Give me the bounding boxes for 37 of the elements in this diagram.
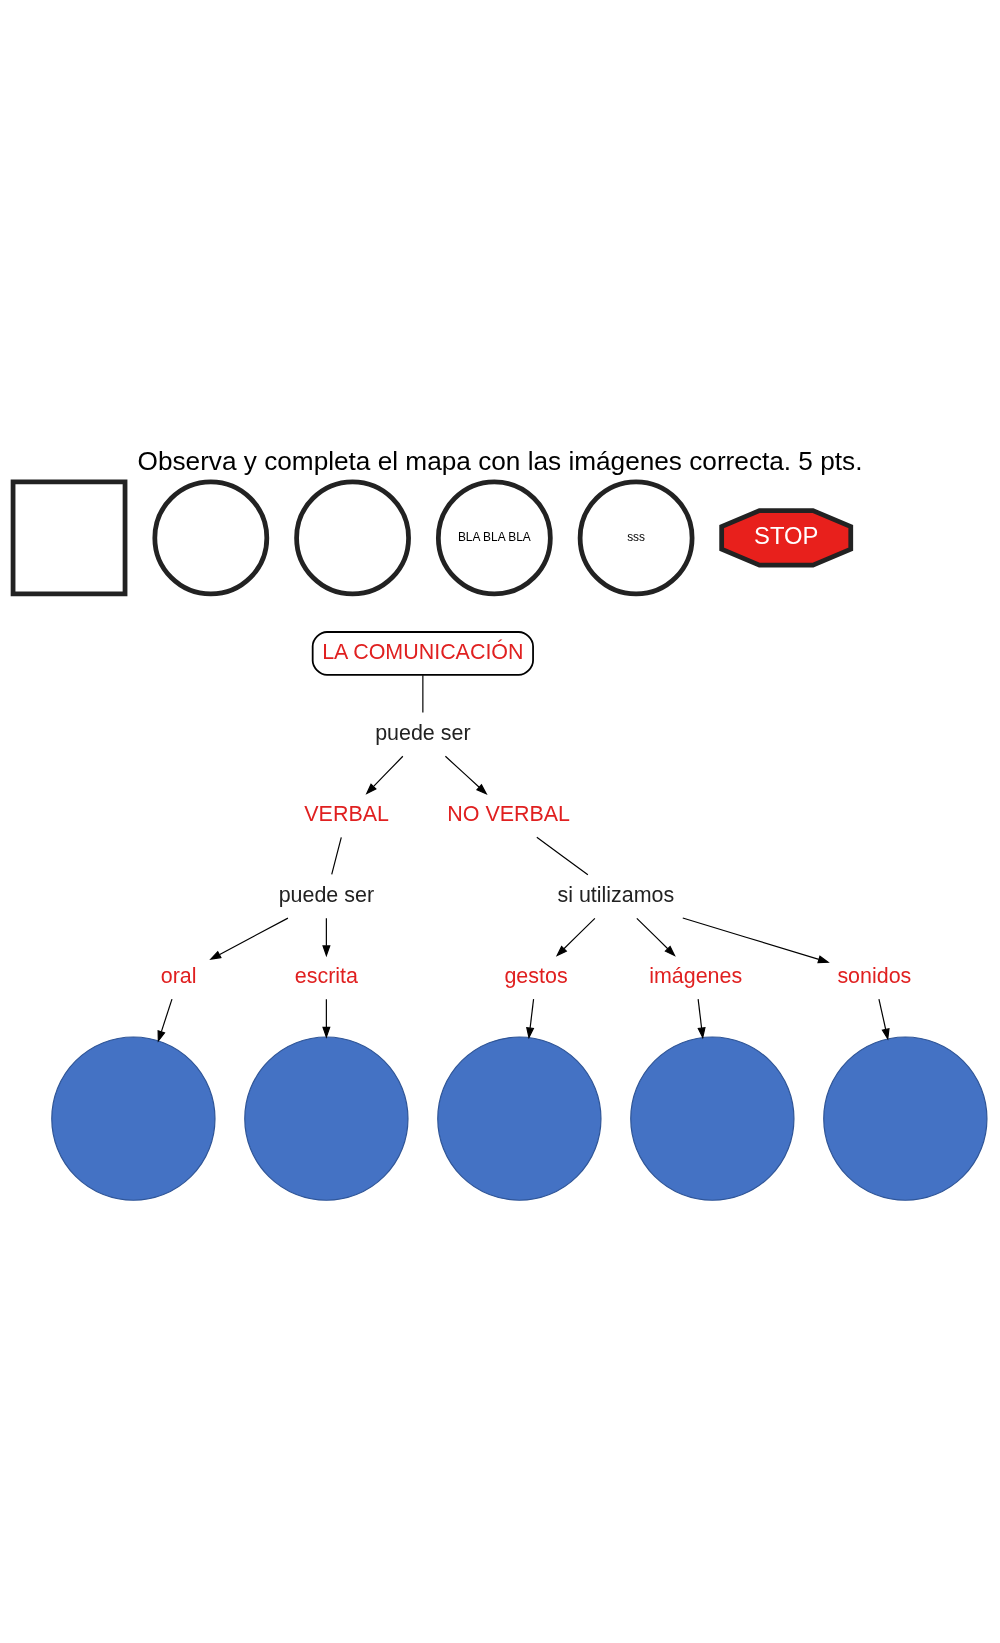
node-text: puede ser — [375, 720, 471, 745]
arrow — [878, 998, 890, 1041]
arrow — [444, 755, 488, 795]
node-text: puede ser — [278, 882, 375, 907]
node-circle — [630, 1035, 795, 1201]
arrow — [636, 917, 676, 957]
node-circle — [294, 479, 411, 596]
node-circle — [823, 1035, 988, 1201]
node-box — [10, 479, 128, 596]
arrow — [682, 916, 830, 963]
arrow — [209, 917, 289, 960]
connector — [536, 836, 589, 875]
node-circle — [437, 1035, 602, 1201]
connector — [422, 674, 424, 713]
diagram-title: Observa y completa el mapa con las imágenes correcta. 5 pts. — [137, 445, 863, 475]
arrow — [365, 755, 404, 795]
node-circle — [51, 1035, 216, 1201]
node-text: si utilizamos — [557, 882, 675, 907]
node-text: NO VERBAL — [447, 801, 570, 826]
arrow — [157, 998, 173, 1043]
node-circle: BLA BLA BLA — [435, 479, 553, 596]
node-text: gestos — [504, 963, 568, 988]
node-circle — [152, 479, 270, 596]
arrow — [526, 998, 535, 1039]
arrow — [555, 917, 596, 957]
arrow — [322, 998, 331, 1039]
node-text: escrita — [294, 963, 358, 988]
node-text: VERBAL — [304, 801, 389, 826]
node-box: LA COMUNICACIÓN — [311, 630, 534, 676]
node-text: oral — [160, 963, 197, 988]
node-text: sonidos — [837, 963, 912, 988]
arrow — [322, 917, 331, 957]
node-circle: sss — [577, 479, 695, 596]
node-circle — [244, 1035, 409, 1201]
arrow — [697, 998, 706, 1039]
connector — [331, 836, 342, 875]
node-text: imágenes — [649, 963, 743, 988]
